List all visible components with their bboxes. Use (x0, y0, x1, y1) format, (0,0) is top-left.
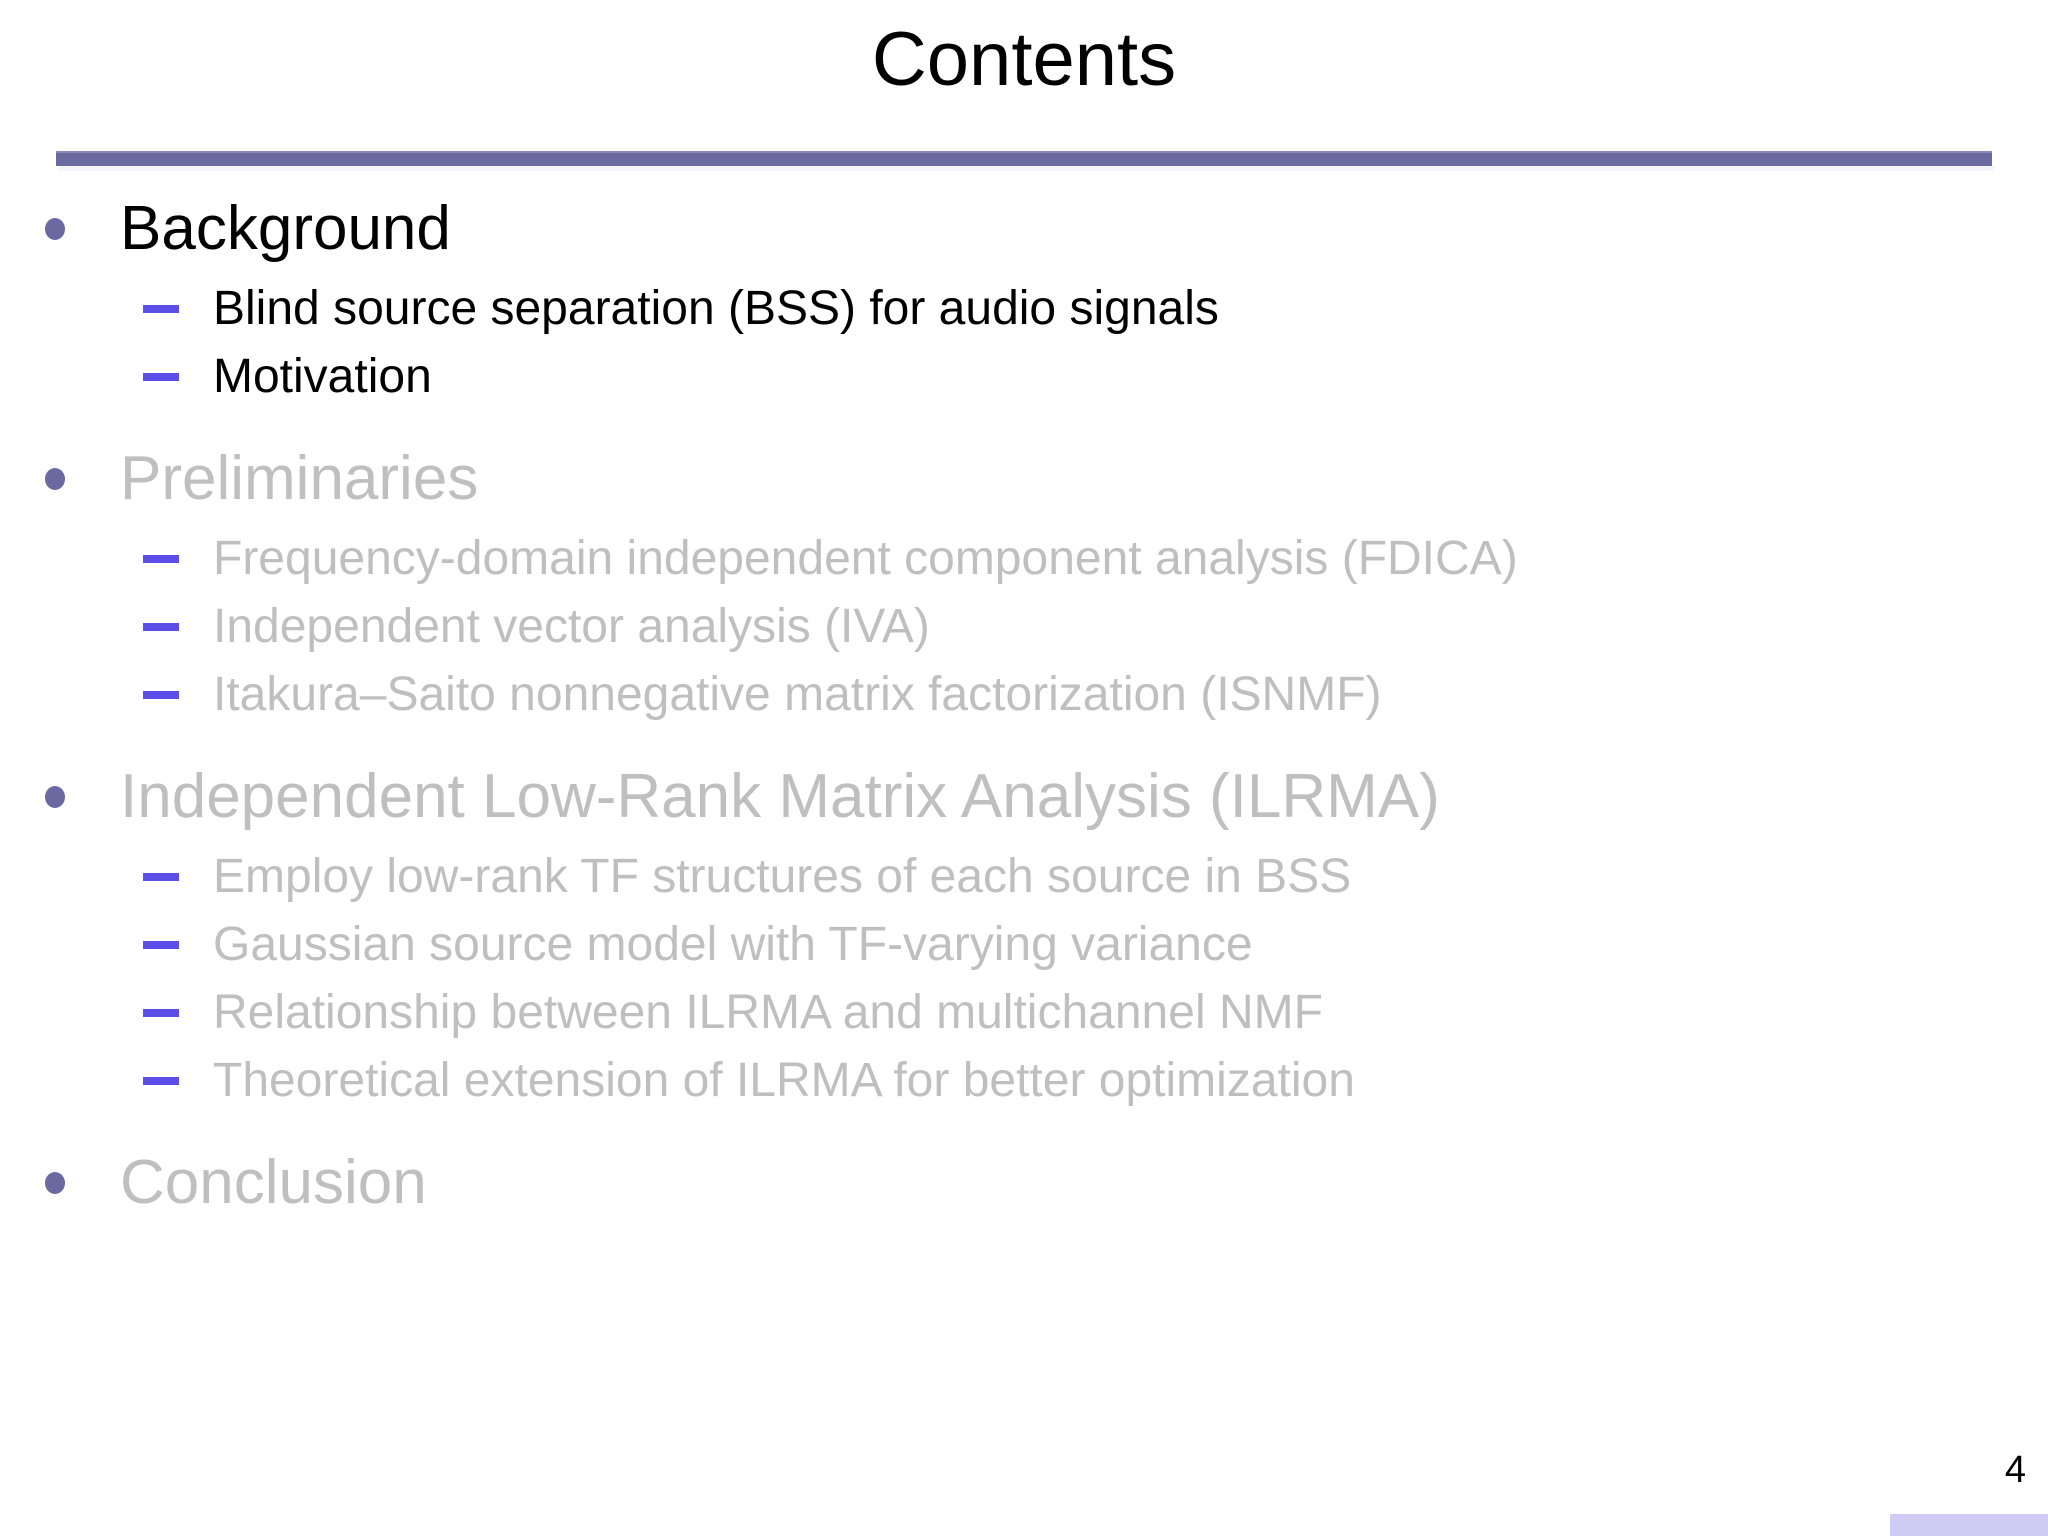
outline-section[interactable]: Independent Low-Rank Matrix Analysis (IL… (0, 751, 2048, 843)
section-spacer (0, 411, 2048, 433)
outline-subitem[interactable]: Blind source separation (BSS) for audio … (0, 275, 2048, 343)
bullet-dot-icon (45, 1172, 65, 1194)
outline-subitem-label: Itakura–Saito nonnegative matrix factori… (213, 668, 1382, 721)
footer-accent-bar (1890, 1514, 2048, 1536)
dash-bullet-icon (143, 305, 179, 313)
outline-subitem[interactable]: Employ low-rank TF structures of each so… (0, 843, 2048, 911)
dash-bullet-icon (143, 373, 179, 381)
bullet-dot-icon (45, 218, 65, 240)
outline-subitem-label: Gaussian source model with TF-varying va… (213, 918, 1253, 971)
bullet-dot-icon (45, 786, 65, 808)
outline-subitem-label: Motivation (213, 350, 432, 403)
outline-section-label: Independent Low-Rank Matrix Analysis (IL… (120, 762, 1440, 831)
outline-subitem-label: Independent vector analysis (IVA) (213, 600, 930, 653)
outline-subitem-label: Employ low-rank TF structures of each so… (213, 850, 1352, 903)
dash-bullet-icon (143, 623, 179, 631)
outline-subitem[interactable]: Independent vector analysis (IVA) (0, 593, 2048, 661)
outline-section-label: Preliminaries (120, 444, 479, 513)
outline-subitem-label: Theoretical extension of ILRMA for bette… (213, 1054, 1355, 1107)
outline-section[interactable]: Background (0, 183, 2048, 275)
dash-bullet-icon (143, 691, 179, 699)
outline-subitem[interactable]: Itakura–Saito nonnegative matrix factori… (0, 661, 2048, 729)
outline-subitem[interactable]: Gaussian source model with TF-varying va… (0, 911, 2048, 979)
dash-bullet-icon (143, 555, 179, 563)
dash-bullet-icon (143, 1009, 179, 1017)
page-number: 4 (2004, 1449, 2026, 1491)
outline-subitem-label: Frequency-domain independent component a… (213, 532, 1518, 585)
bullet-dot-icon (45, 468, 65, 490)
outline-subitem[interactable]: Motivation (0, 343, 2048, 411)
section-spacer (0, 1115, 2048, 1137)
title-divider-rule (56, 151, 1992, 166)
outline-subitem-label: Relationship between ILRMA and multichan… (213, 986, 1323, 1039)
dash-bullet-icon (143, 1077, 179, 1085)
section-spacer (0, 729, 2048, 751)
dash-bullet-icon (143, 941, 179, 949)
page-title: Contents (871, 17, 1177, 102)
outline-subitem[interactable]: Theoretical extension of ILRMA for bette… (0, 1047, 2048, 1115)
outline-section[interactable]: Preliminaries (0, 433, 2048, 525)
outline-subitem[interactable]: Frequency-domain independent component a… (0, 525, 2048, 593)
outline-subitem[interactable]: Relationship between ILRMA and multichan… (0, 979, 2048, 1047)
outline-section-label: Background (120, 194, 451, 263)
outline-section[interactable]: Conclusion (0, 1137, 2048, 1229)
outline-subitem-label: Blind source separation (BSS) for audio … (213, 282, 1219, 335)
title-divider-shadow (59, 166, 1995, 171)
dash-bullet-icon (143, 873, 179, 881)
outline-section-label: Conclusion (120, 1148, 427, 1217)
